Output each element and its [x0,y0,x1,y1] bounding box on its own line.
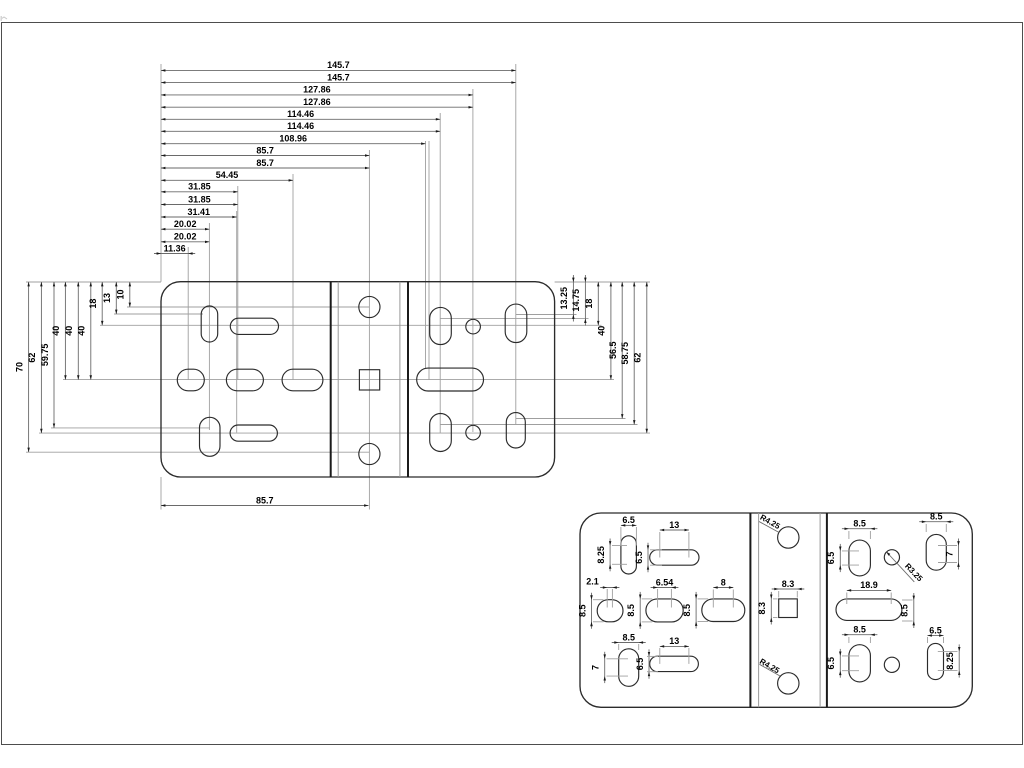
svg-text:13: 13 [669,636,679,646]
svg-text:18.9: 18.9 [860,580,878,590]
svg-text:8.3: 8.3 [757,602,767,615]
svg-text:40: 40 [64,326,74,336]
svg-text:6.5: 6.5 [929,625,942,635]
svg-text:8.5: 8.5 [930,512,943,522]
svg-text:58.75: 58.75 [620,342,630,365]
svg-text:7: 7 [591,665,601,670]
svg-text:31.85: 31.85 [188,194,211,204]
svg-text:62: 62 [27,353,37,363]
svg-text:8.3: 8.3 [782,579,795,589]
svg-text:62: 62 [633,353,643,363]
svg-text:14.75: 14.75 [571,289,581,312]
svg-text:114.46: 114.46 [287,109,314,119]
svg-text:8.5: 8.5 [853,625,866,635]
svg-text:13: 13 [102,293,112,303]
svg-text:8.5: 8.5 [622,632,635,642]
svg-text:40: 40 [597,326,607,336]
svg-text:2.1: 2.1 [586,577,599,587]
svg-text:6.5: 6.5 [634,551,644,564]
svg-text:85.7: 85.7 [256,495,274,505]
svg-text:127.86: 127.86 [303,85,331,95]
svg-text:10: 10 [116,289,126,299]
svg-text:8.25: 8.25 [945,652,955,670]
svg-text:18: 18 [88,299,98,309]
svg-text:114.46: 114.46 [287,121,314,131]
svg-text:56.5: 56.5 [608,341,618,359]
svg-text:6.5: 6.5 [826,552,836,565]
svg-text:40: 40 [77,326,87,336]
svg-text:11.36: 11.36 [164,243,186,253]
svg-text:85.7: 85.7 [256,158,274,168]
svg-text:145.7: 145.7 [327,60,350,70]
svg-text:70: 70 [14,362,24,372]
svg-text:13.25: 13.25 [559,287,569,310]
svg-text:8.5: 8.5 [853,519,866,529]
svg-text:31.41: 31.41 [188,207,211,217]
svg-text:59.75: 59.75 [40,344,50,367]
svg-text:7: 7 [944,551,954,556]
svg-text:6.5: 6.5 [635,658,645,671]
svg-text:20.02: 20.02 [174,232,197,242]
svg-text:40: 40 [51,326,61,336]
svg-text:8.5: 8.5 [900,604,910,617]
svg-text:6.5: 6.5 [622,515,635,525]
svg-text:8.5: 8.5 [626,604,636,617]
svg-text:18: 18 [584,299,594,309]
svg-text:85.7: 85.7 [256,145,274,155]
svg-text:8: 8 [721,577,726,587]
svg-text:31.85: 31.85 [188,182,211,192]
svg-text:8.25: 8.25 [596,546,606,564]
svg-text:13: 13 [669,520,679,530]
svg-text:8.5: 8.5 [682,604,692,617]
svg-text:127.86: 127.86 [303,97,331,107]
svg-text:54.45: 54.45 [216,170,239,180]
svg-text:8.5: 8.5 [577,605,587,618]
svg-text:20.02: 20.02 [174,219,197,229]
svg-text:145.7: 145.7 [327,72,350,82]
svg-text:6.54: 6.54 [656,577,674,587]
svg-text:6.5: 6.5 [826,657,836,670]
svg-text:108.96: 108.96 [279,134,307,144]
